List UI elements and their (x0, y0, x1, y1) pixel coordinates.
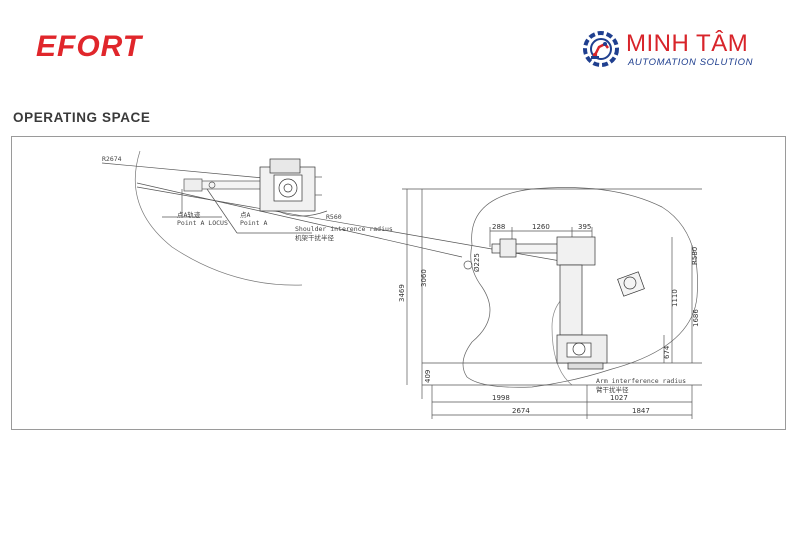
minh-tam-logo: MINH TÂM AUTOMATION SOLUTION (582, 28, 772, 74)
minh-tam-wordmark: MINH TÂM (626, 30, 749, 57)
arm-radius-en: Arm interference radius (596, 377, 686, 385)
r560-label: R560 (326, 213, 342, 221)
efort-logo: EFORT (36, 30, 143, 63)
point-a-en: Point A (240, 219, 267, 227)
dim-1847: 1847 (632, 407, 650, 415)
dim-1998: 1998 (492, 394, 510, 402)
shoulder-radius-en: Shoulder interence radius (295, 225, 393, 233)
top-view (101, 150, 573, 286)
side-view-labels: 288 1260 395 Ø225 3469 3060 409 1998 267… (398, 223, 700, 415)
top-view-labels: R2674 点A轨迹 Point A LOCUS 点A Point A R560… (102, 155, 393, 242)
radius-label-r2674: R2674 (102, 155, 122, 163)
shoulder-radius-cn: 机架干扰半径 (295, 233, 335, 242)
operating-space-diagram: R2674 点A轨迹 Point A LOCUS 点A Point A R560… (11, 136, 786, 430)
folded-arm-side (617, 271, 645, 297)
dim-395: 395 (578, 223, 591, 231)
dim-409: 409 (424, 370, 432, 383)
dim-r580: R580 (691, 247, 699, 265)
arm-radius-cn: 臂干扰半径 (596, 385, 629, 394)
point-a-locus-cn: 点A轨迹 (177, 210, 201, 219)
dim-225: Ø225 (473, 253, 481, 272)
robot-lower-arm-side (559, 264, 583, 336)
section-title: OPERATING SPACE (13, 110, 151, 125)
dim-674: 674 (663, 345, 671, 359)
robot-elbow-side (556, 236, 596, 266)
dim-2674: 2674 (512, 407, 530, 415)
gear-robot-icon (583, 31, 619, 67)
dim-3060: 3060 (420, 269, 428, 287)
dim-1027: 1027 (610, 394, 628, 402)
dim-3469: 3469 (398, 284, 406, 302)
dim-1686: 1686 (692, 309, 700, 327)
work-envelope (462, 187, 698, 388)
dim-1110: 1110 (671, 289, 679, 307)
reach-arc-top (134, 150, 303, 286)
point-a-locus-en: Point A LOCUS (177, 219, 228, 227)
side-view (402, 187, 702, 419)
dim-288: 288 (492, 223, 505, 231)
point-a-cn: 点A (240, 211, 251, 219)
minh-tam-tagline: AUTOMATION SOLUTION (628, 57, 754, 68)
dim-1260: 1260 (532, 223, 550, 231)
operating-space-svg: R2674 点A轨迹 Point A LOCUS 点A Point A R560… (101, 150, 702, 419)
